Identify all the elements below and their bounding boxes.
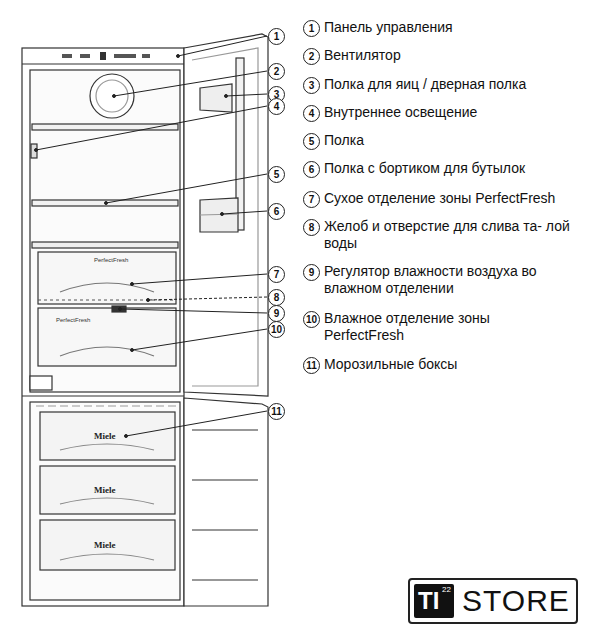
logo-mark: TI22 xyxy=(414,584,454,618)
legend-number: 3 xyxy=(303,77,320,94)
legend-number: 7 xyxy=(303,191,320,208)
legend-number: 1 xyxy=(303,20,320,37)
legend-number: 9 xyxy=(303,264,320,281)
logo-number: 22 xyxy=(442,585,451,594)
legend-number: 10 xyxy=(303,311,320,328)
logo-letters: TI xyxy=(418,587,439,615)
callout-number: 7 xyxy=(268,266,285,283)
legend-text: Сухое отделение зоны PerfectFresh xyxy=(324,190,555,207)
legend-text: Вентилятор xyxy=(324,47,401,64)
legend-text: Регулятор влажности воздуха во влажном о… xyxy=(324,263,572,297)
brand-label: Miele xyxy=(94,485,116,495)
legend-number: 11 xyxy=(303,357,320,374)
brand-label: Miele xyxy=(94,431,116,441)
callout-number: 1 xyxy=(268,28,285,45)
callout-number: 8 xyxy=(268,289,285,306)
drawer-label: PerfectFresh xyxy=(56,317,90,324)
callout-number: 2 xyxy=(268,63,285,80)
store-logo: TI22STORE xyxy=(408,578,578,624)
legend-number: 5 xyxy=(303,133,320,150)
legend-number: 6 xyxy=(303,161,320,178)
callout-number: 4 xyxy=(268,98,285,115)
legend-number: 2 xyxy=(303,48,320,65)
legend-text: Полка с бортиком для бутылок xyxy=(324,160,525,177)
callout-number: 9 xyxy=(268,305,285,322)
legend-text: Полка xyxy=(324,132,364,149)
callout-number: 11 xyxy=(268,403,285,420)
logo-word: STORE xyxy=(462,584,570,618)
legend-text: Влажное отделение зоны PerfectFresh xyxy=(324,310,572,344)
drawer-label: PerfectFresh xyxy=(94,257,128,264)
legend-number: 8 xyxy=(303,219,320,236)
legend-text: Панель управления xyxy=(324,19,453,36)
legend-text: Внутреннее освещение xyxy=(324,104,477,121)
callout-number: 5 xyxy=(268,166,285,183)
legend-text: Морозильные боксы xyxy=(324,356,457,373)
legend-text: Желоб и отверстие для слива та- лой воды xyxy=(324,218,572,252)
legend-text: Полка для яиц / дверная полка xyxy=(324,76,526,93)
brand-label: Miele xyxy=(94,540,116,550)
callout-number: 10 xyxy=(268,321,285,338)
legend-number: 4 xyxy=(303,105,320,122)
callout-number: 6 xyxy=(268,203,285,220)
